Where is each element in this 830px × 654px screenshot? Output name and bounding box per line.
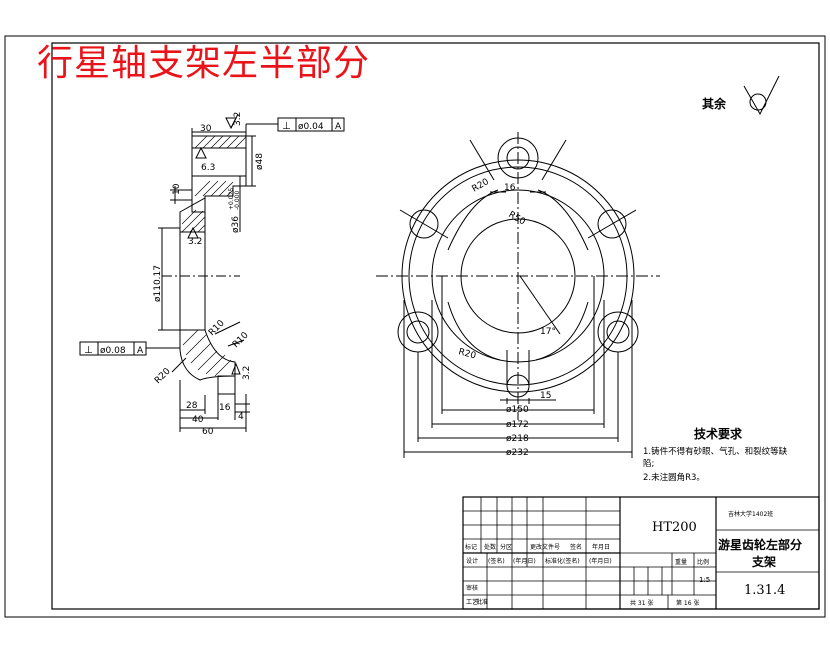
dim-r10b: R10 xyxy=(231,330,251,350)
tb-process: 工艺 xyxy=(466,598,478,606)
front-d150: ø150 xyxy=(506,405,529,415)
dim-d48: ø48 xyxy=(255,153,265,170)
roughness-top: 3.2 xyxy=(233,112,243,126)
front-dim-15: 15 xyxy=(540,391,551,401)
tb-scale-label: 比例 xyxy=(697,558,709,566)
dim-d36-main: ø36 xyxy=(231,216,241,233)
section-dimensions: 30 3.2 6.3 ø48 ø36 +0.025 -0.000 10 3.2 … xyxy=(153,112,265,437)
front-angle-17: 17° xyxy=(540,327,556,337)
tech-line2: 2.未注圆角R3。 xyxy=(643,472,705,483)
dim-d36-tol-low: -0.000 xyxy=(234,190,241,210)
tb-rev-1: 处数 xyxy=(484,543,496,551)
dim-10: 10 xyxy=(172,183,182,195)
roughness-foot: 3.2 xyxy=(242,366,252,380)
title-block-text: HT200 吉林大学1402班 游星齿轮左部分 支架 1.31.4 重量 比例 … xyxy=(465,510,802,607)
gdt-frame-left: ⊥ ø0.08 A xyxy=(79,341,180,356)
gdt-frame-top: ⊥ ø0.04 A xyxy=(246,117,345,132)
tb-drawing-no: 1.31.4 xyxy=(744,583,785,598)
tb-rev-2: 分区 xyxy=(500,543,512,551)
tb-design-5: (年月日) xyxy=(589,557,612,565)
gdt-top-tolerance: ø0.04 xyxy=(298,122,324,132)
front-dimensions: R20 16 R50 17° R20 15 ø150 ø172 ø218 ø23… xyxy=(457,177,556,458)
dim-d36-tol-up: +0.025 xyxy=(228,188,235,210)
dim-r20: R20 xyxy=(153,366,173,386)
tech-line1a: 1.铸件不得有砂眼、气孔、和裂纹等缺 xyxy=(643,446,788,457)
front-d172: ø172 xyxy=(506,420,529,430)
dim-60: 60 xyxy=(202,427,214,437)
tb-rev-3: 更改文件号 xyxy=(530,543,560,551)
roughness-symbol-icon xyxy=(743,75,780,116)
tb-design-0: 设计 xyxy=(466,557,478,565)
lobe-upper-left xyxy=(399,209,449,239)
gdt-top-symbol: ⊥ xyxy=(282,121,291,132)
roughness-hub: 6.3 xyxy=(201,163,215,173)
tb-design-3: 标准化 xyxy=(545,557,563,565)
tb-approve: 批准 xyxy=(476,598,488,606)
overlay-title: 行星轴支架左半部分 xyxy=(37,43,370,84)
dim-40: 40 xyxy=(192,415,204,425)
surface-note-label: 其余 xyxy=(702,96,727,111)
tb-design-2: (年月日) xyxy=(513,557,536,565)
tb-part-name-1: 游星齿轮左部分 xyxy=(718,537,802,552)
tb-rev-4: 签名 xyxy=(570,543,582,551)
front-view xyxy=(376,132,660,458)
tb-review: 审核 xyxy=(466,584,478,592)
dim-30: 30 xyxy=(200,124,212,134)
tech-line1b: 陷; xyxy=(643,458,654,469)
front-r50: R50 xyxy=(507,210,528,228)
outer-frame xyxy=(4,35,826,618)
roughness-web: 3.2 xyxy=(188,237,202,247)
lobe-top xyxy=(497,137,539,179)
section-view xyxy=(158,113,256,432)
tb-design-1: (签名) xyxy=(488,557,505,565)
gdt-left-datum: A xyxy=(137,346,144,356)
lobe-upper-right xyxy=(587,209,637,239)
lobe-bottom xyxy=(506,350,530,398)
inner-frame xyxy=(51,42,820,610)
technical-requirements: 技术要求 1.铸件不得有砂眼、气孔、和裂纹等缺 陷; 2.未注圆角R3。 xyxy=(643,426,788,483)
tb-sheet-no: 第 16 张 xyxy=(676,599,699,607)
front-d232: ø232 xyxy=(506,448,529,458)
front-r20-bottom: R20 xyxy=(457,347,477,361)
tb-part-name-2: 支架 xyxy=(751,554,776,569)
tb-rev-0: 标记 xyxy=(465,543,477,551)
front-r20-top: R20 xyxy=(471,177,492,195)
tb-weight-label: 重量 xyxy=(675,558,687,566)
title-block xyxy=(462,496,820,610)
dim-r10a: R10 xyxy=(207,318,227,338)
tb-scale: 1:5 xyxy=(699,576,710,584)
tb-school: 吉林大学1402班 xyxy=(728,510,773,518)
tb-material: HT200 xyxy=(652,520,697,535)
gdt-left-symbol: ⊥ xyxy=(84,345,93,356)
tb-rev-5: 年月日 xyxy=(592,543,610,551)
tech-heading: 技术要求 xyxy=(694,426,743,441)
tb-design-4: (签名) xyxy=(563,557,580,565)
front-d218: ø218 xyxy=(506,434,529,444)
dim-d110: ø110.17 xyxy=(153,265,163,302)
gdt-left-tolerance: ø0.08 xyxy=(100,346,126,356)
front-dim-16: 16 xyxy=(504,183,516,193)
dim-4: 4 xyxy=(238,412,244,422)
surface-finish-note: 其余 xyxy=(702,75,780,116)
dim-28: 28 xyxy=(186,401,198,411)
dim-16: 16 xyxy=(219,403,231,413)
hatch-hub xyxy=(194,135,247,197)
tb-sheets-total: 共 31 张 xyxy=(630,599,653,607)
gdt-top-datum: A xyxy=(335,122,342,132)
